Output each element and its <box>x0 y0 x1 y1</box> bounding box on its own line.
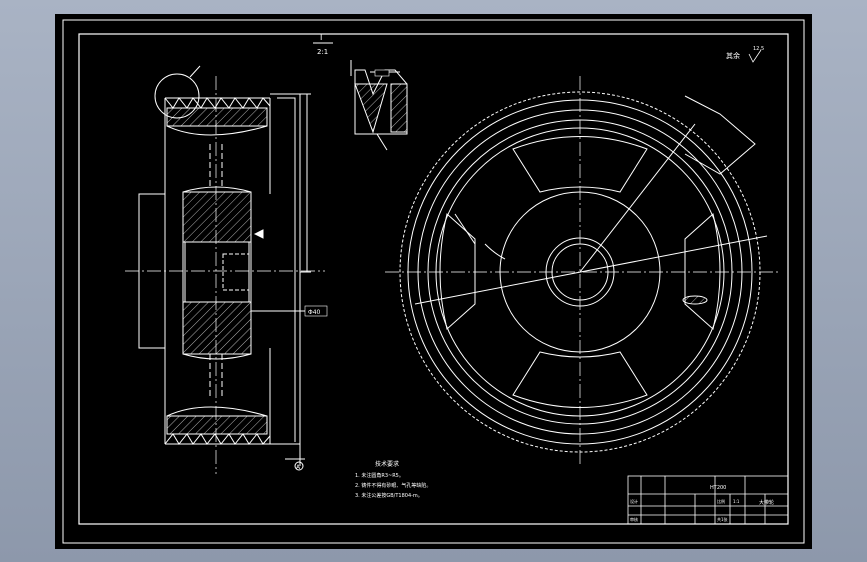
section-scale: 2:1 <box>317 48 328 56</box>
sheet-label: 共1张 <box>717 516 728 522</box>
hub-upper <box>182 191 252 243</box>
front-view <box>385 76 780 466</box>
checker: 审核 <box>630 516 638 522</box>
tech-requirements: 技术要求 1. 未注圆角R3~R5。 2. 铸件不得有砂眼、气孔等缺陷。 3. … <box>355 460 431 499</box>
scale-label: 比例 <box>717 498 725 504</box>
grooves-bottom <box>164 433 271 445</box>
section-mark: I <box>320 33 322 42</box>
outer-frame <box>62 19 805 544</box>
tech-item-2: 2. 铸件不得有砂眼、气孔等缺陷。 <box>355 482 431 489</box>
grooves-top <box>164 97 271 109</box>
bore-outer <box>545 237 615 307</box>
window-top <box>512 136 648 193</box>
section-view <box>125 65 328 474</box>
cad-drawing: A Φ40 I 2:1 其余 12.5 <box>62 19 805 544</box>
dim-hub-box <box>304 305 328 317</box>
bore-inner <box>551 243 609 301</box>
roughness-value: 12.5 <box>753 46 764 52</box>
roughness-note: 其余 <box>726 51 740 60</box>
hub-lower <box>182 301 252 355</box>
label-A: A <box>296 464 301 471</box>
outer-rim <box>399 91 761 453</box>
inner-frame <box>78 33 789 525</box>
tech-item-1: 1. 未注圆角R3~R5。 <box>355 472 404 479</box>
roughness-symbol <box>748 49 762 63</box>
tech-item-3: 3. 未注公差按GB/T1804-m。 <box>355 492 423 499</box>
window-left <box>439 213 476 330</box>
window-bottom <box>512 351 648 408</box>
detail-circle <box>154 73 200 119</box>
material-code: HT200 <box>710 485 726 491</box>
window-right <box>684 213 721 330</box>
drawing-sheet: A Φ40 I 2:1 其余 12.5 <box>55 14 812 549</box>
part-name: 大带轮 <box>759 499 774 506</box>
designer: 设计 <box>630 498 638 504</box>
tech-title: 技术要求 <box>375 460 399 468</box>
scale-value: 1:1 <box>733 499 740 504</box>
title-block <box>627 475 789 525</box>
hub-circle <box>499 191 661 353</box>
dimension-hub: Φ40 <box>308 309 321 316</box>
detail-view <box>313 42 408 151</box>
